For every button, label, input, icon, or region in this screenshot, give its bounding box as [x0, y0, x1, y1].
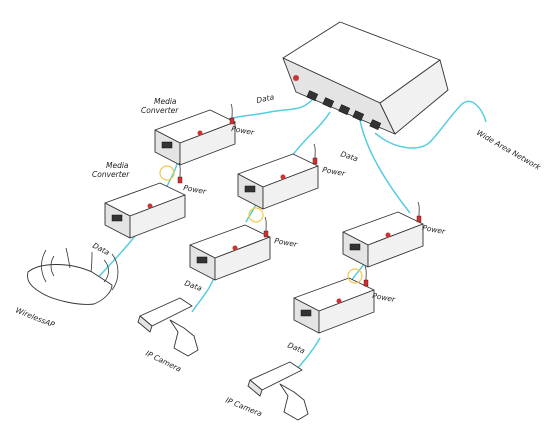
- label-data-cam2: Data: [286, 341, 306, 356]
- switch-port-5: [369, 119, 382, 131]
- cable-wan: [374, 100, 487, 149]
- mc2-power-indicator: [159, 165, 175, 181]
- mc4-port: [196, 256, 208, 264]
- mc3-side: [262, 165, 319, 210]
- switch-port-3: [338, 104, 351, 116]
- ap-antenna-left: [65, 247, 71, 269]
- ap-antenna-right: [90, 251, 93, 273]
- switch-port-2: [322, 97, 335, 109]
- wireless-ap: [27, 247, 119, 305]
- cam2-body: [249, 361, 303, 391]
- cable-mc4-to-cam1: [191, 274, 216, 313]
- mc4-power-indicator: [248, 207, 264, 223]
- mc3-port: [244, 185, 256, 193]
- media-converter-6: [293, 265, 375, 334]
- mc3-power-cable: [313, 143, 316, 159]
- media-converter-1: [154, 103, 236, 166]
- label-ip-camera-2: IP Camera: [224, 396, 263, 419]
- switch-logo: [293, 75, 299, 81]
- wifi-arc-left-2: [41, 249, 47, 283]
- mc2-side: [129, 194, 186, 239]
- switch-port-4: [352, 110, 365, 122]
- cable-mc2-to-ap: [95, 231, 139, 281]
- label-data-ap: Data: [91, 241, 111, 258]
- ap-body: [27, 264, 113, 305]
- mc1-port: [161, 141, 173, 149]
- cable-switch-to-mc3: [291, 111, 331, 157]
- label-power-4: Power: [274, 236, 299, 249]
- mc5-port: [349, 243, 361, 251]
- mc4-logo: [232, 245, 238, 251]
- cam2-front: [247, 379, 263, 397]
- wifi-arc-left-1: [50, 255, 55, 277]
- wifi-arc-right-1: [103, 259, 109, 283]
- cam1-body: [139, 297, 193, 327]
- mc2-power-cable: [178, 162, 181, 178]
- mc5-power-plug: [416, 215, 422, 223]
- media-converter-4: [189, 216, 271, 281]
- label-wireless-ap: WirelessAP: [14, 306, 56, 330]
- mc3-power-plug: [312, 157, 318, 165]
- switch-port-1: [306, 90, 319, 102]
- label-data-main-link: Data: [339, 149, 359, 163]
- label-power-6: Power: [372, 291, 397, 304]
- label-media-converter-2-line1: Media: [106, 161, 129, 170]
- ip-camera-2: [247, 361, 309, 421]
- label-data-cam1: Data: [183, 278, 203, 293]
- switch-ports: [306, 90, 382, 131]
- network-switch: [282, 21, 449, 135]
- fiber-cables: [95, 99, 487, 375]
- media-converter-5: [342, 201, 424, 268]
- media-converter-3: [237, 143, 319, 210]
- label-power-5: Power: [422, 223, 447, 236]
- label-data-switch-link: Data: [256, 92, 276, 105]
- label-power-1: Power: [231, 124, 256, 137]
- label-power-2: Power: [183, 183, 208, 196]
- mc5-power-cable: [417, 201, 420, 217]
- mc6-power-cable: [364, 265, 367, 281]
- mc4-power-cable: [264, 216, 267, 232]
- cam1-mount: [169, 319, 199, 357]
- mc3-logo: [280, 174, 286, 180]
- label-media-converter-2-line2: Converter: [92, 170, 130, 179]
- mc4-side: [214, 236, 271, 281]
- cable-switch-to-mc1: [221, 99, 313, 123]
- mc6-side: [318, 289, 375, 334]
- mc6-power-indicator: [347, 268, 363, 284]
- cam1-front: [137, 315, 153, 333]
- cam2-mount: [279, 383, 309, 421]
- media-converter-2: [104, 162, 186, 239]
- mc1-side: [179, 121, 236, 166]
- mc1-logo: [197, 130, 203, 136]
- cable-switch-to-mc5: [359, 119, 411, 214]
- mc6-power-plug: [363, 279, 369, 287]
- mc6-port: [300, 309, 312, 317]
- mc2-port: [111, 214, 123, 222]
- ip-camera-1: [137, 297, 199, 357]
- label-media-converter-1-line2: Converter: [141, 106, 179, 115]
- mc2-power-plug: [177, 176, 183, 184]
- mc1-power-cable: [230, 103, 233, 119]
- mc5-logo: [385, 232, 391, 238]
- mc5-side: [367, 223, 424, 268]
- mc6-logo: [336, 298, 342, 304]
- mc4-power-plug: [263, 230, 269, 238]
- label-power-3: Power: [322, 165, 347, 178]
- label-wide-area-network: Wide Area Network: [475, 128, 543, 172]
- label-ip-camera-1: IP Camera: [144, 349, 183, 374]
- switch-side: [379, 59, 449, 135]
- label-media-converter-1-line1: Media: [154, 97, 177, 106]
- mc2-logo: [147, 203, 153, 209]
- wifi-arc-right-2: [111, 253, 119, 291]
